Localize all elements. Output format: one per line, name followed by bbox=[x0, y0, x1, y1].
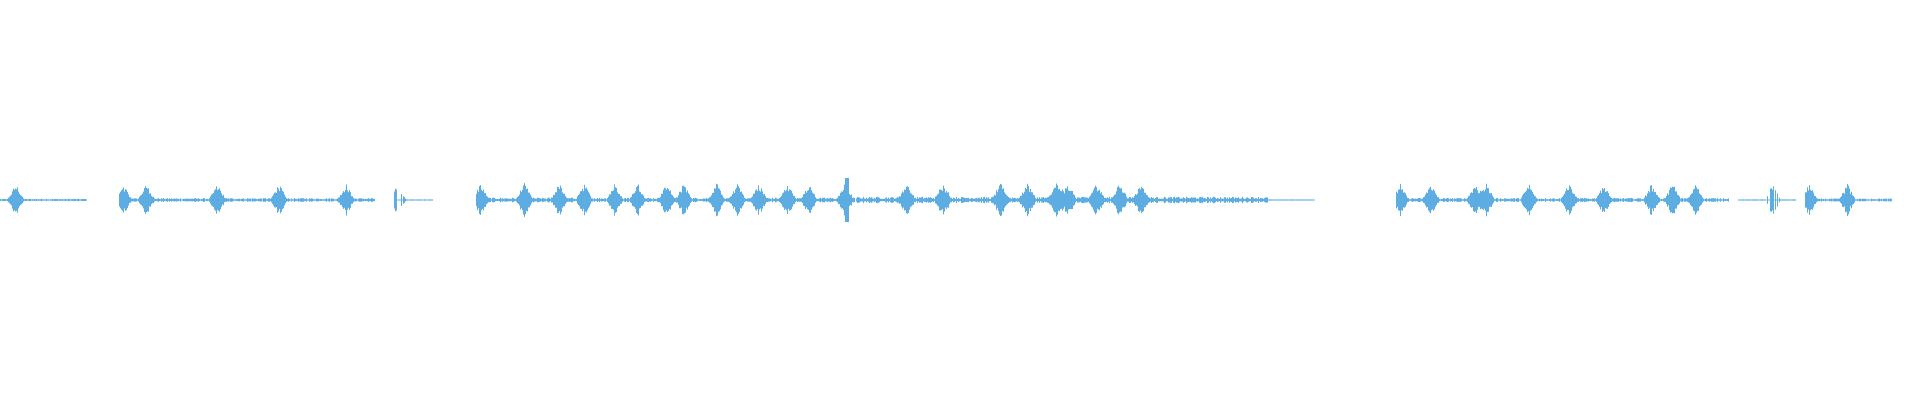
waveform-trace bbox=[0, 178, 1892, 222]
waveform-path bbox=[0, 178, 1892, 222]
